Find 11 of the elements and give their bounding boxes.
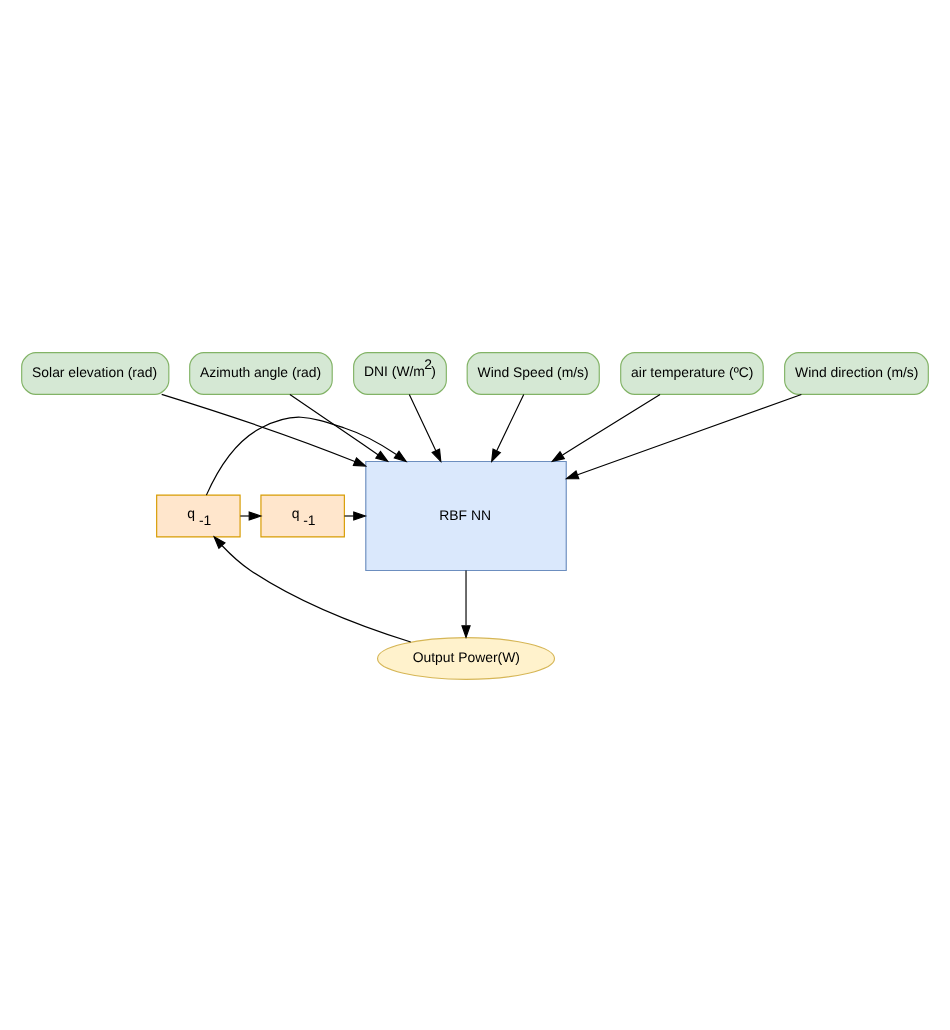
arrow [161, 392, 368, 466]
arrow [408, 392, 442, 462]
arrow [212, 534, 412, 642]
arrow [205, 415, 408, 495]
arrow [564, 392, 802, 479]
arrow [490, 392, 525, 462]
arrow [239, 510, 263, 520]
arrow [289, 392, 390, 462]
arrow [343, 510, 368, 520]
arrow [461, 568, 471, 639]
arrow [550, 392, 661, 462]
